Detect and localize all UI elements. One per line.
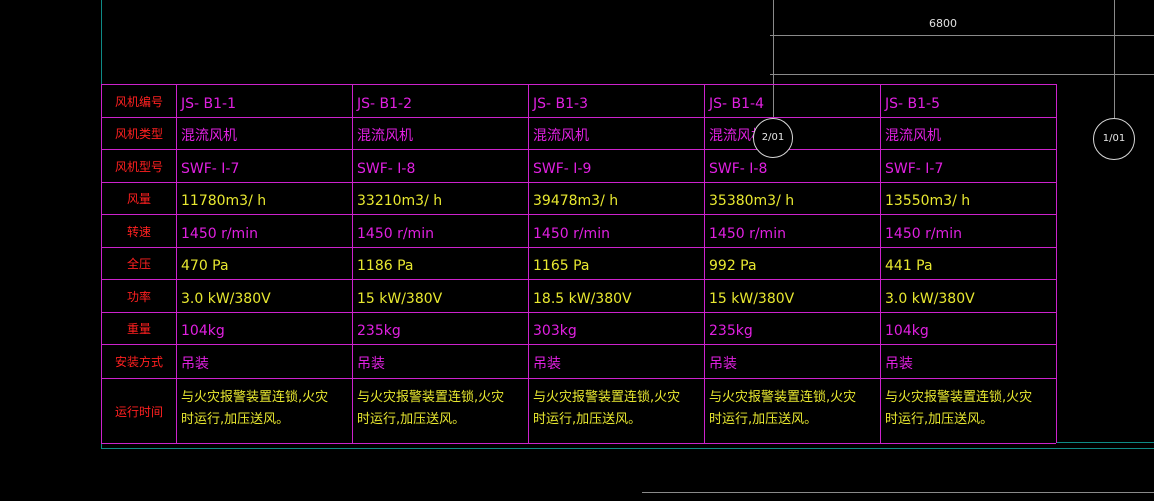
table-cell: JS- B1-2: [357, 95, 412, 112]
table-cell: 3.0 kW/380V: [885, 290, 975, 307]
table-cell: 35380m3/ h: [709, 193, 795, 209]
table-row-line: [101, 214, 1056, 215]
row-label: 全压: [126, 257, 151, 271]
fan-schedule-table: 风机编号 JS- B1-1 JS- B1-2 JS- B1-3 JS- B1-4 JS- …: [101, 84, 1057, 444]
table-cell: SWF- I-9: [533, 160, 592, 177]
axis-marker-label: 2/01: [761, 132, 785, 143]
table-row-line: [101, 247, 1056, 248]
table-row-line: [101, 378, 1056, 379]
axis-marker-1: 1/01: [1093, 118, 1135, 160]
dimension-ext-left: [773, 0, 774, 120]
dimension-text: 6800: [929, 17, 957, 30]
table-cell: 混流风机: [885, 128, 941, 144]
table-col-line: [704, 84, 705, 443]
table-cell: 1450 r/min: [885, 225, 962, 242]
table-cell: 与火灾报警装置连锁,火灾时运行,加压送风。: [709, 390, 857, 427]
table-cell: JS- B1-3: [533, 95, 588, 112]
table-cell: 18.5 kW/380V: [533, 290, 632, 307]
table-cell: 吊装: [181, 356, 209, 372]
table-cell: 1450 r/min: [181, 225, 258, 242]
axis-marker-2: 2/01: [753, 118, 793, 158]
table-row-line: [101, 312, 1056, 313]
row-label: 转速: [126, 224, 151, 239]
table-cell: JS- B1-4: [709, 95, 764, 112]
table-cell: 3.0 kW/380V: [181, 290, 271, 307]
table-cell: 104kg: [181, 323, 225, 339]
row-label: 重量: [126, 322, 151, 336]
table-cell: SWF- I-8: [357, 160, 416, 177]
table-cell: 吊装: [885, 356, 913, 372]
table-col-line: [101, 84, 102, 443]
table-cell: 11780m3/ h: [181, 193, 267, 209]
table-row-line: [101, 84, 1056, 85]
table-cell: 15 kW/380V: [709, 290, 795, 307]
table-col-line: [176, 84, 177, 443]
table-row-line: [101, 344, 1056, 345]
table-cell: SWF- I-7: [885, 160, 944, 177]
table-cell: 992 Pa: [709, 258, 757, 274]
row-label: 安装方式: [114, 355, 163, 369]
table-row-line: [101, 443, 1056, 444]
table-cell: 与火灾报警装置连锁,火灾时运行,加压送风。: [533, 390, 681, 427]
table-cell: 与火灾报警装置连锁,火灾时运行,加压送风。: [181, 390, 329, 427]
table-cell: 混流风机: [709, 128, 765, 144]
table-cell: 470 Pa: [181, 258, 229, 274]
table-cell: 39478m3/ h: [533, 193, 619, 209]
table-cell: 与火灾报警装置连锁,火灾时运行,加压送风。: [885, 390, 1033, 427]
row-label: 风机类型: [114, 127, 163, 141]
table-cell: 104kg: [885, 323, 929, 339]
table-row-line: [101, 149, 1056, 150]
table-cell: 15 kW/380V: [357, 290, 443, 307]
table-col-line: [1056, 84, 1057, 443]
table-cell: JS- B1-5: [885, 95, 940, 112]
table-cell: 混流风机: [181, 128, 237, 144]
table-cell: 13550m3/ h: [885, 193, 971, 209]
row-label: 风机型号: [114, 159, 163, 174]
table-row-line: [101, 279, 1056, 280]
table-row-line: [101, 117, 1056, 118]
row-label: 功率: [126, 289, 151, 304]
table-cell: 1450 r/min: [709, 225, 786, 242]
table-col-line: [880, 84, 881, 443]
row-label: 运行时间: [114, 404, 163, 419]
table-cell: 1450 r/min: [357, 225, 434, 242]
table-cell: 吊装: [709, 356, 737, 372]
table-cell: 235kg: [357, 323, 401, 339]
drawing-border-bottom: [101, 448, 1154, 449]
dimension-line: [770, 35, 1154, 36]
table-cell: 33210m3/ h: [357, 193, 443, 209]
table-cell: 1186 Pa: [357, 258, 414, 274]
table-cell: 混流风机: [357, 128, 413, 144]
bottom-guide-line: [642, 492, 1154, 493]
table-cell: 441 Pa: [885, 258, 933, 274]
drawing-line-right-bottom: [1056, 442, 1154, 443]
table-cell: 混流风机: [533, 128, 589, 144]
table-cell: JS- B1-1: [181, 95, 236, 112]
table-row-line: [101, 182, 1056, 183]
table-col-line: [352, 84, 353, 443]
dimension-ext-right: [1114, 0, 1115, 118]
table-cell: 235kg: [709, 323, 753, 339]
row-label: 风量: [126, 192, 151, 206]
table-cell: SWF- I-7: [181, 160, 240, 177]
table-cell: 1450 r/min: [533, 225, 610, 242]
table-col-line: [528, 84, 529, 443]
table-cell: 吊装: [357, 356, 385, 372]
table-cell: 303kg: [533, 323, 577, 339]
row-label: 风机编号: [114, 94, 163, 109]
table-cell: 与火灾报警装置连锁,火灾时运行,加压送风。: [357, 390, 505, 427]
table-cell: 1165 Pa: [533, 258, 590, 274]
axis-marker-label: 1/01: [1102, 133, 1126, 144]
axis-line: [770, 74, 1154, 75]
table-cell: SWF- I-8: [709, 160, 768, 177]
table-cell: 吊装: [533, 356, 561, 372]
